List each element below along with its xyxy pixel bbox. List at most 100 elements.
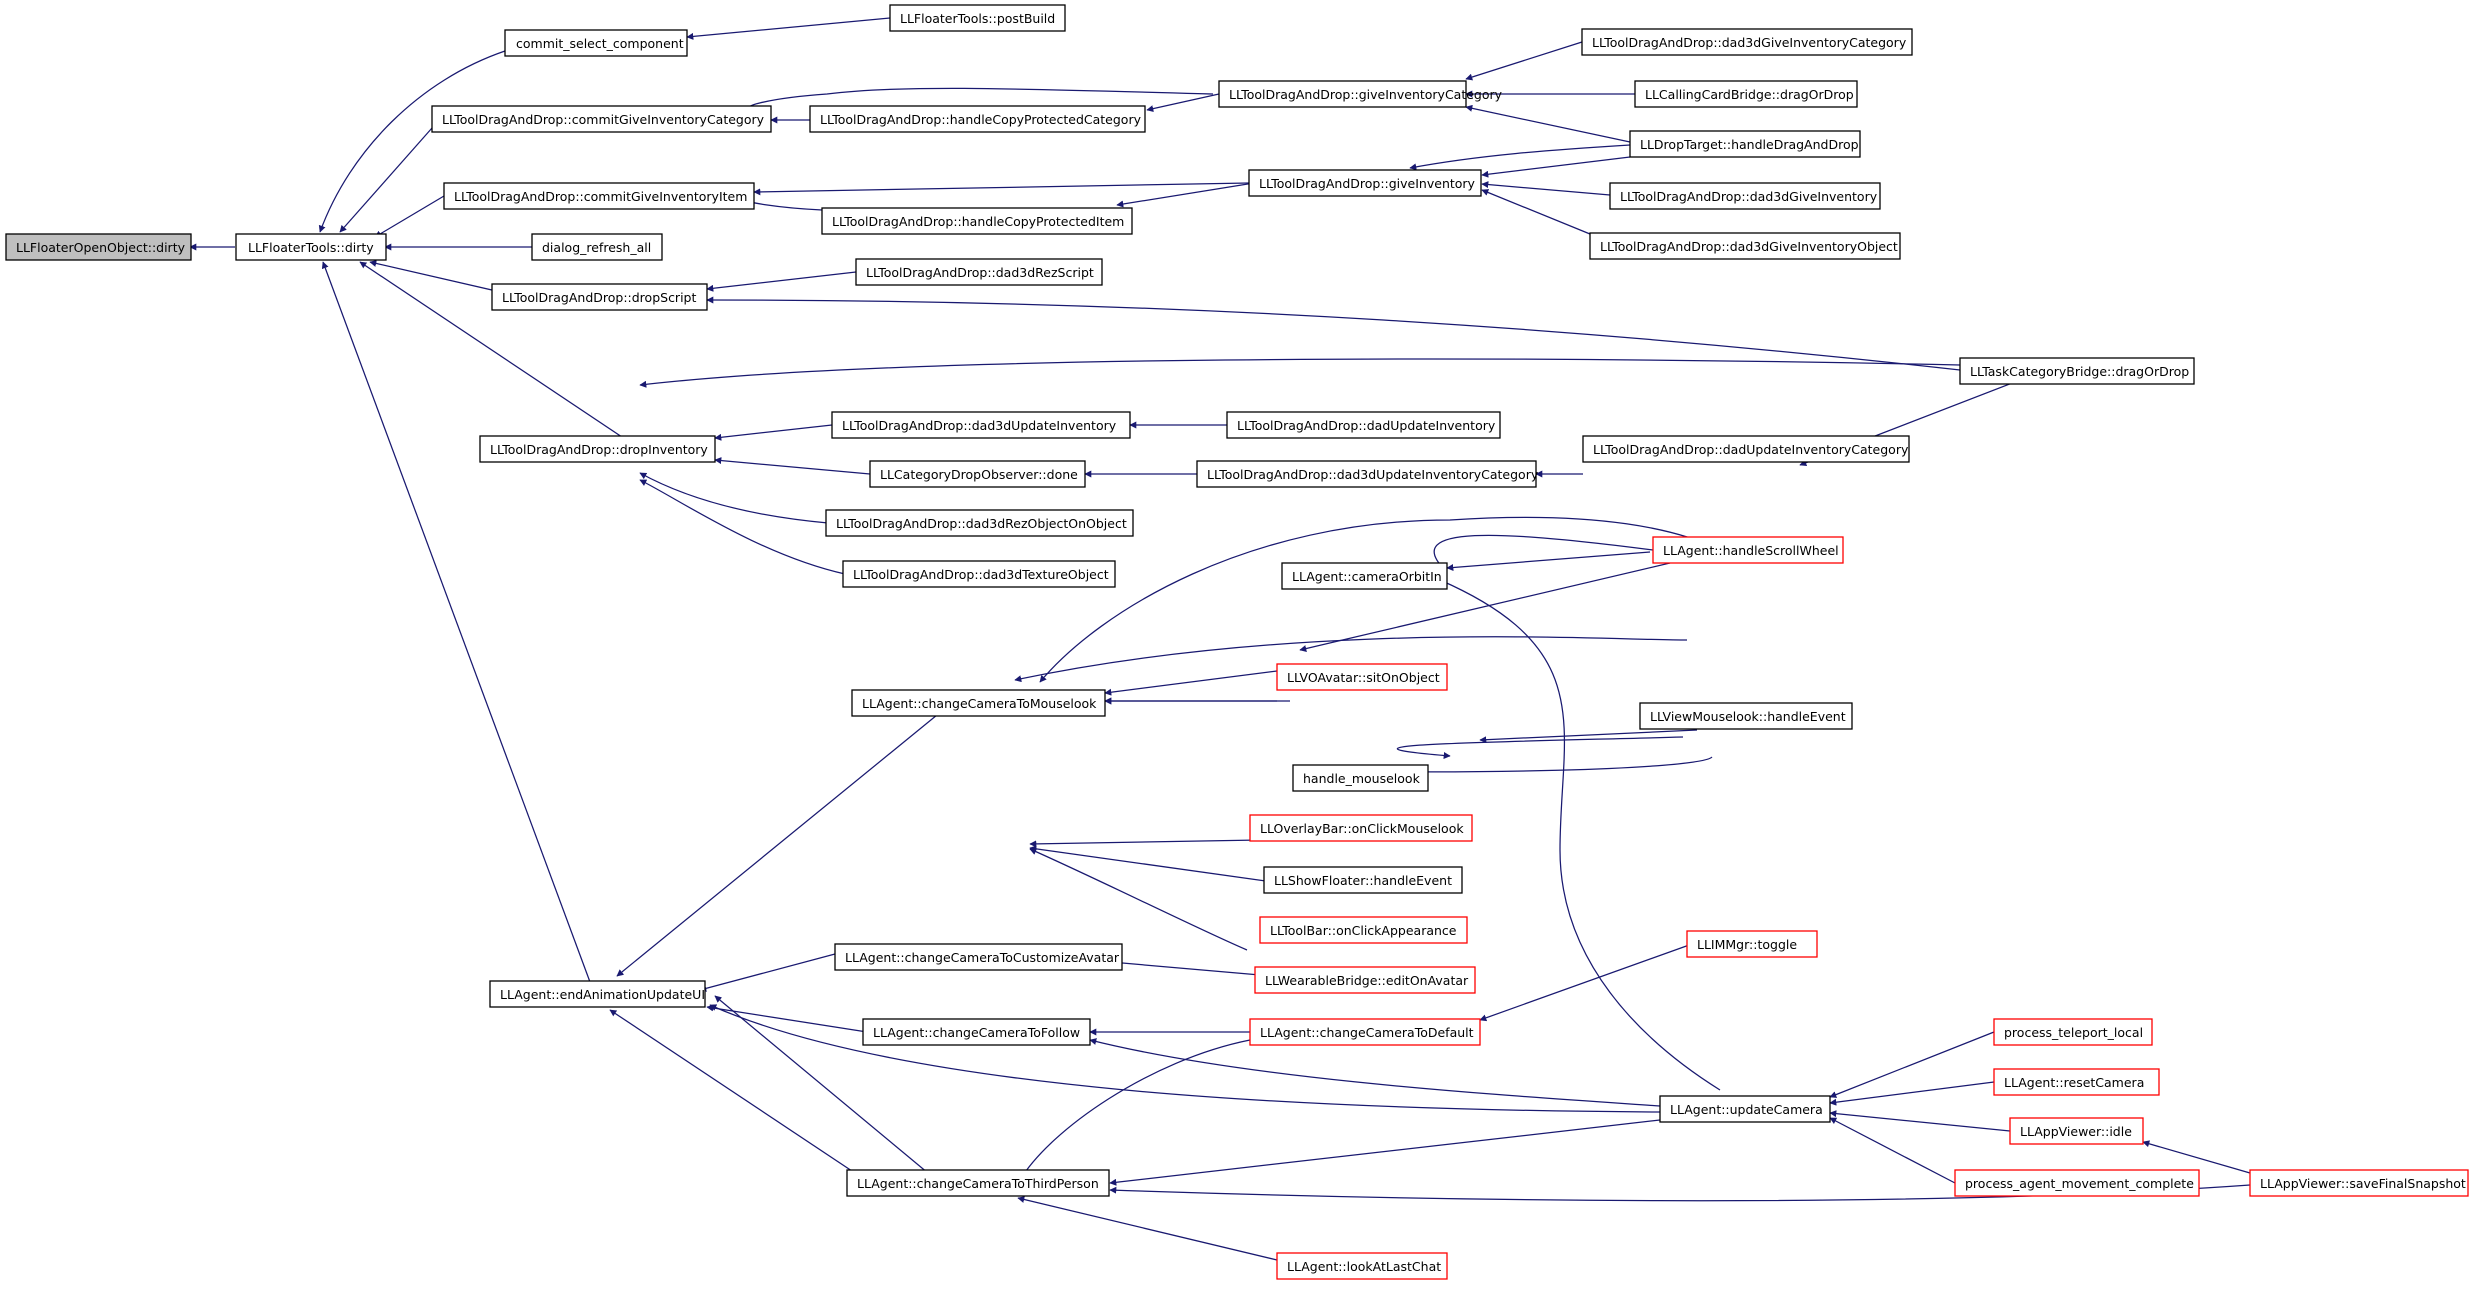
node-box <box>1686 930 1818 958</box>
edge <box>706 296 1961 371</box>
node-commit-select-component[interactable]: commit_select_component <box>504 29 688 57</box>
node-commitgiveinventorycategory[interactable]: LLToolDragAndDrop::commitGiveInventoryCa… <box>431 105 772 133</box>
node-dropscript[interactable]: LLToolDragAndDrop::dropScript <box>491 283 708 311</box>
node-box <box>1609 182 1881 210</box>
node-label: LLShowFloater::handleEvent <box>1274 873 1452 888</box>
node-box <box>2009 1117 2144 1145</box>
node-process-teleport-local[interactable]: process_teleport_local <box>1993 1018 2153 1046</box>
node-lltaskcategorybridge-dragordrop[interactable]: LLTaskCategoryBridge::dragOrDrop <box>1959 357 2195 385</box>
node-llagent-updatecamera[interactable]: LLAgent::updateCamera <box>1659 1095 1831 1123</box>
node-label: LLAgent::changeCameraToFollow <box>873 1025 1080 1040</box>
node-llagent-changecameratofollow[interactable]: LLAgent::changeCameraToFollow <box>862 1018 1091 1046</box>
node-llagent-lookatlastchat[interactable]: LLAgent::lookAtLastChat <box>1276 1252 1448 1280</box>
node-llimmgr-toggle[interactable]: LLIMMgr::toggle <box>1686 930 1818 958</box>
edge <box>1465 104 1631 143</box>
node-llagent-changecameratothirdperson[interactable]: LLAgent::changeCameraToThirdPerson <box>846 1169 1110 1197</box>
node-llagent-resetcamera[interactable]: LLAgent::resetCamera <box>1993 1068 2160 1096</box>
node-dad3dupdateinventorycategory[interactable]: LLToolDragAndDrop::dad3dUpdateInventoryC… <box>1196 460 1539 488</box>
node-dadupdateinventory[interactable]: LLToolDragAndDrop::dadUpdateInventory <box>1226 411 1501 439</box>
node-label: LLIMMgr::toggle <box>1697 937 1797 952</box>
node-label: LLToolDragAndDrop::dad3dUpdateInventoryC… <box>1207 467 1539 482</box>
edges <box>189 17 2251 1261</box>
edge <box>706 1004 868 1033</box>
node-label: LLToolDragAndDrop::dropInventory <box>490 442 708 457</box>
node-label: LLToolDragAndDrop::dad3dGiveInventoryObj… <box>1600 239 1898 254</box>
node-process-agent-movement-complete[interactable]: process_agent_movement_complete <box>1954 1169 2200 1197</box>
node-box <box>1248 169 1482 197</box>
node-label: process_teleport_local <box>2004 1025 2143 1040</box>
node-llagent-endanimationupdateui[interactable]: LLAgent::endAnimationUpdateUI <box>489 980 706 1008</box>
node-lloverlaybar-onclickmouselook[interactable]: LLOverlayBar::onClickMouselook <box>1249 814 1473 842</box>
node-dropinventory[interactable]: LLToolDragAndDrop::dropInventory <box>479 435 716 463</box>
node-dad3drezobjectonobject[interactable]: LLToolDragAndDrop::dad3dRezObjectOnObjec… <box>825 509 1134 537</box>
edge <box>699 953 836 992</box>
node-label: LLOverlayBar::onClickMouselook <box>1260 821 1464 836</box>
node-label: LLToolDragAndDrop::dad3dRezScript <box>866 265 1094 280</box>
node-box <box>1639 702 1853 730</box>
node-lldroptarget-handledraganddrop[interactable]: LLDropTarget::handleDragAndDrop <box>1629 130 1861 158</box>
node-box <box>1959 357 2195 385</box>
node-box <box>504 29 688 57</box>
node-dad3dgiveinventorycategory[interactable]: LLToolDragAndDrop::dad3dGiveInventoryCat… <box>1581 28 1913 56</box>
node-llagent-changecameratomouselook[interactable]: LLAgent::changeCameraToMouselook <box>851 689 1106 717</box>
node-llcategorydropobserver-done[interactable]: LLCategoryDropObserver::done <box>869 460 1086 488</box>
node-dad3drezscript[interactable]: LLToolDragAndDrop::dad3dRezScript <box>855 258 1103 286</box>
node-label: LLToolDragAndDrop::giveInventory <box>1259 176 1476 191</box>
node-handlecopyprotecteditem[interactable]: LLToolDragAndDrop::handleCopyProtectedIt… <box>821 207 1133 235</box>
edge <box>1829 1081 1995 1106</box>
node-handle-mouselook[interactable]: handle_mouselook <box>1292 764 1429 792</box>
edge <box>1089 1038 1661 1107</box>
node-llfloatertools-dirty[interactable]: LLFloaterTools::dirty <box>235 233 387 261</box>
node-dialog-refresh-all[interactable]: dialog_refresh_all <box>531 233 663 261</box>
node-label: LLFloaterOpenObject::dirty <box>16 240 186 255</box>
node-dad3dgiveinventoryobject[interactable]: LLToolDragAndDrop::dad3dGiveInventoryObj… <box>1589 232 1901 260</box>
edge <box>1109 1119 1661 1186</box>
node-dad3dgiveinventory[interactable]: LLToolDragAndDrop::dad3dGiveInventory <box>1609 182 1881 210</box>
node-llfloateropenobject-dirty[interactable]: LLFloaterOpenObject::dirty <box>5 233 192 261</box>
node-llagent-cameraorbitin[interactable]: LLAgent::cameraOrbitIn <box>1281 562 1448 590</box>
node-label: LLAppViewer::idle <box>2020 1124 2132 1139</box>
node-box <box>1652 536 1844 564</box>
edge <box>374 195 445 238</box>
node-llagent-changecameratodefault[interactable]: LLAgent::changeCameraToDefault <box>1249 1018 1481 1046</box>
node-label: handle_mouselook <box>1303 771 1421 786</box>
node-llwearablebridge-editonavatar[interactable]: LLWearableBridge::editOnAvatar <box>1254 966 1476 994</box>
node-llagent-changecameratocustomizeavatar[interactable]: LLAgent::changeCameraToCustomizeAvatar <box>834 943 1123 971</box>
node-llshowfloater-handleevent[interactable]: LLShowFloater::handleEvent <box>1263 866 1463 894</box>
node-label: LLAgent::changeCameraToDefault <box>1260 1025 1474 1040</box>
node-label: LLTaskCategoryBridge::dragOrDrop <box>1970 364 2189 379</box>
node-label: LLToolDragAndDrop::dad3dGiveInventoryCat… <box>1592 35 1907 50</box>
edge <box>1029 845 1274 883</box>
node-label: LLToolDragAndDrop::giveInventoryCategory <box>1229 87 1503 102</box>
node-dad3dtextureobject[interactable]: LLToolDragAndDrop::dad3dTextureObject <box>842 560 1116 588</box>
node-label: LLAgent::changeCameraToCustomizeAvatar <box>845 950 1120 965</box>
node-llviewmouselook-handleevent[interactable]: LLViewMouselook::handleEvent <box>1639 702 1853 730</box>
node-lltoolbar-onclickappearance[interactable]: LLToolBar::onClickAppearance <box>1259 916 1468 944</box>
node-llappviewer-idle[interactable]: LLAppViewer::idle <box>2009 1117 2144 1145</box>
node-llcallingcardbridge-dragordrop[interactable]: LLCallingCardBridge::dragOrDrop <box>1634 80 1858 108</box>
node-box <box>1993 1018 2153 1046</box>
node-llvoavatar-situonobject[interactable]: LLVOAvatar::sitOnObject <box>1276 663 1448 691</box>
node-box <box>851 689 1106 717</box>
node-box <box>489 980 706 1008</box>
edge <box>1299 562 1671 652</box>
node-box <box>1263 866 1463 894</box>
node-llfloatertools-postbuild[interactable]: LLFloaterTools::postBuild <box>889 4 1066 32</box>
node-handlecopyprotectedcategory[interactable]: LLToolDragAndDrop::handleCopyProtectedCa… <box>809 105 1146 133</box>
node-giveinventory[interactable]: LLToolDragAndDrop::giveInventory <box>1248 169 1482 197</box>
node-label: LLViewMouselook::handleEvent <box>1650 709 1846 724</box>
node-llappviewer-savefinalsnapshot[interactable]: LLAppViewer::saveFinalSnapshot <box>2249 1169 2469 1197</box>
edge <box>1465 41 1583 81</box>
node-box <box>1582 435 1910 463</box>
node-box <box>1954 1169 2200 1197</box>
node-label: LLWearableBridge::editOnAvatar <box>1265 973 1469 988</box>
node-dad3dupdateinventory[interactable]: LLToolDragAndDrop::dad3dUpdateInventory <box>831 411 1131 439</box>
node-giveinventorycategory[interactable]: LLToolDragAndDrop::giveInventoryCategory <box>1218 80 1503 108</box>
node-llagent-handlescrollwheel[interactable]: LLAgent::handleScrollWheel <box>1652 536 1844 564</box>
node-box <box>1254 966 1476 994</box>
node-box <box>431 105 772 133</box>
node-commitgiveinventoryitem[interactable]: LLToolDragAndDrop::commitGiveInventoryIt… <box>443 182 755 210</box>
edge <box>714 424 833 441</box>
node-dadupdateinventorycategory[interactable]: LLToolDragAndDrop::dadUpdateInventoryCat… <box>1582 435 1910 463</box>
